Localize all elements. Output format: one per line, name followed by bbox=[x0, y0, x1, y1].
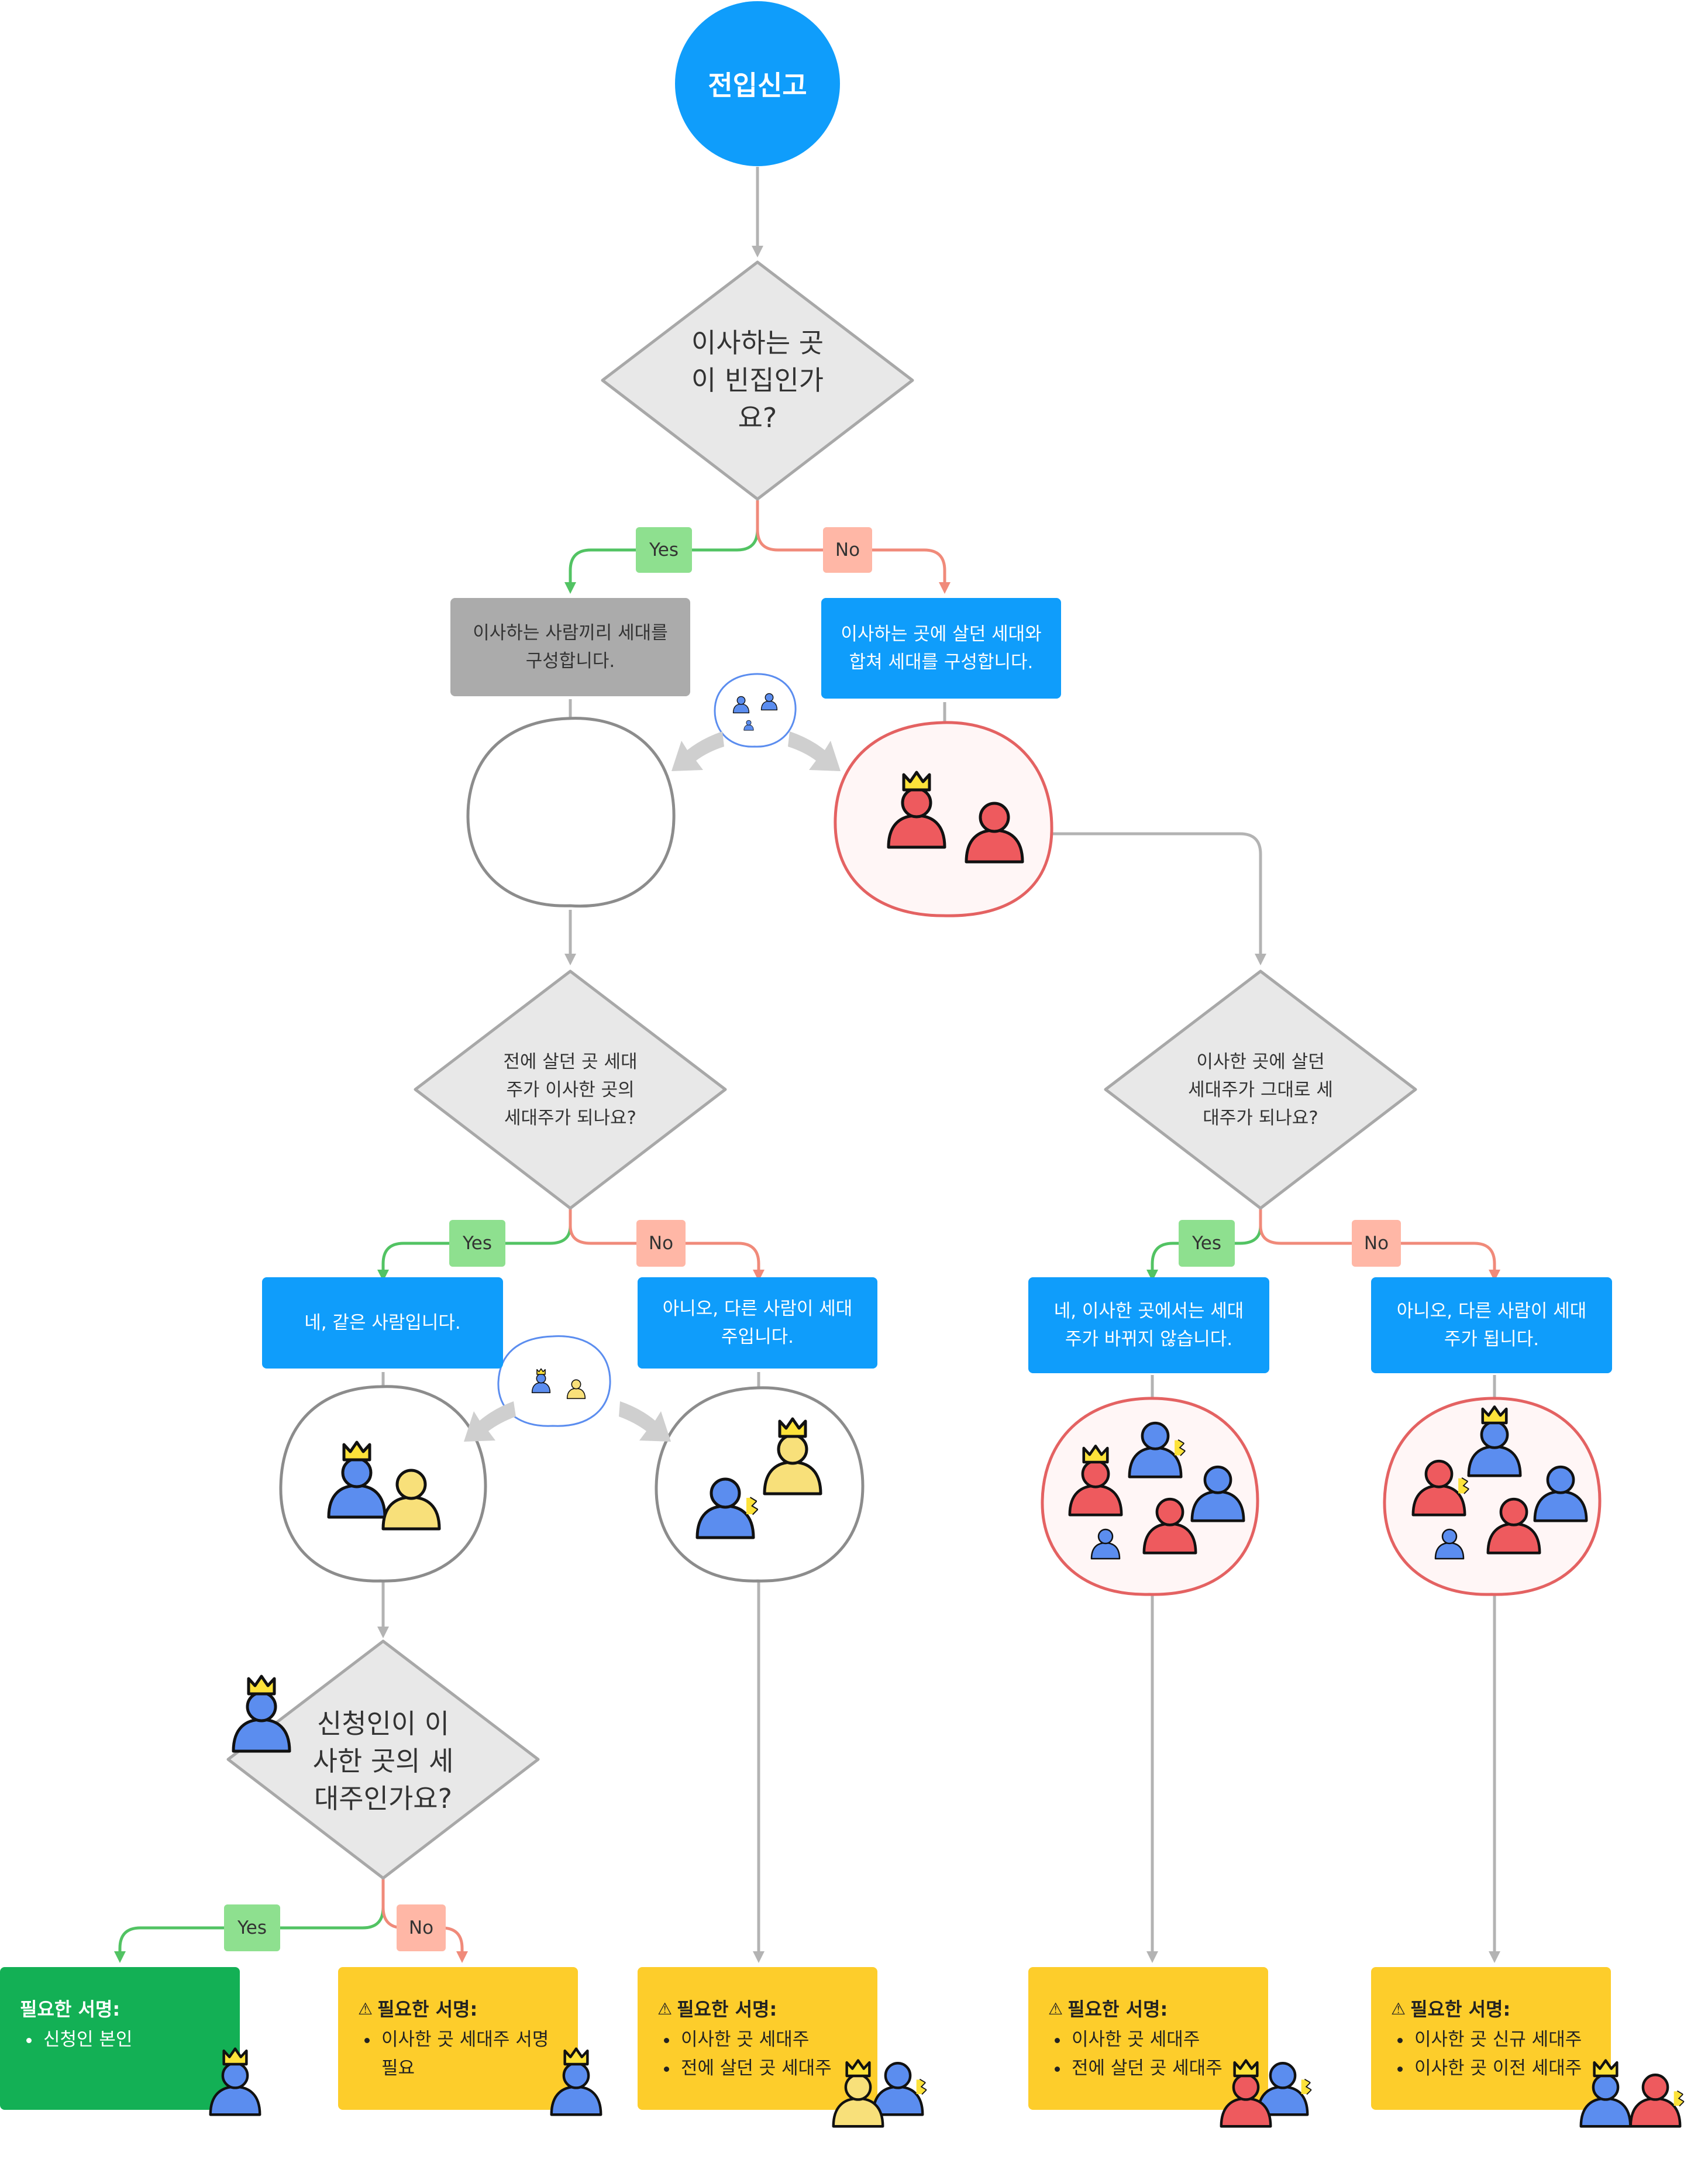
decision-q2-shape bbox=[414, 969, 727, 1210]
badge-household-mid bbox=[497, 1335, 611, 1427]
connector-circle-q3 bbox=[1053, 832, 1266, 965]
decision-q4-shape bbox=[226, 1639, 540, 1880]
decision-q3-shape bbox=[1104, 969, 1417, 1210]
start-node bbox=[675, 1, 840, 166]
decision-q1-shape bbox=[601, 260, 914, 501]
result-moved-red-icon bbox=[1221, 2061, 1270, 2127]
blob-empty bbox=[466, 717, 676, 908]
blob-becomes-other bbox=[1383, 1397, 1602, 1596]
split-arrow-left-mid bbox=[464, 1401, 516, 1442]
result-both-heads-blue-icon bbox=[873, 2063, 927, 2115]
split-arrow-right-mid bbox=[619, 1401, 671, 1442]
split-arrow-right-top bbox=[788, 731, 841, 771]
result-new-old-blue-icon bbox=[1581, 2061, 1630, 2127]
result-applicant-person-icon bbox=[211, 2049, 260, 2115]
split-arrow-left-top bbox=[672, 731, 724, 771]
badge-household-top bbox=[714, 673, 797, 748]
result-head-sign-person-icon bbox=[552, 2049, 601, 2115]
result-new-old-red-icon bbox=[1631, 2075, 1685, 2126]
result-both-heads-yellow-icon bbox=[834, 2061, 883, 2127]
blob-merged bbox=[834, 721, 1053, 917]
